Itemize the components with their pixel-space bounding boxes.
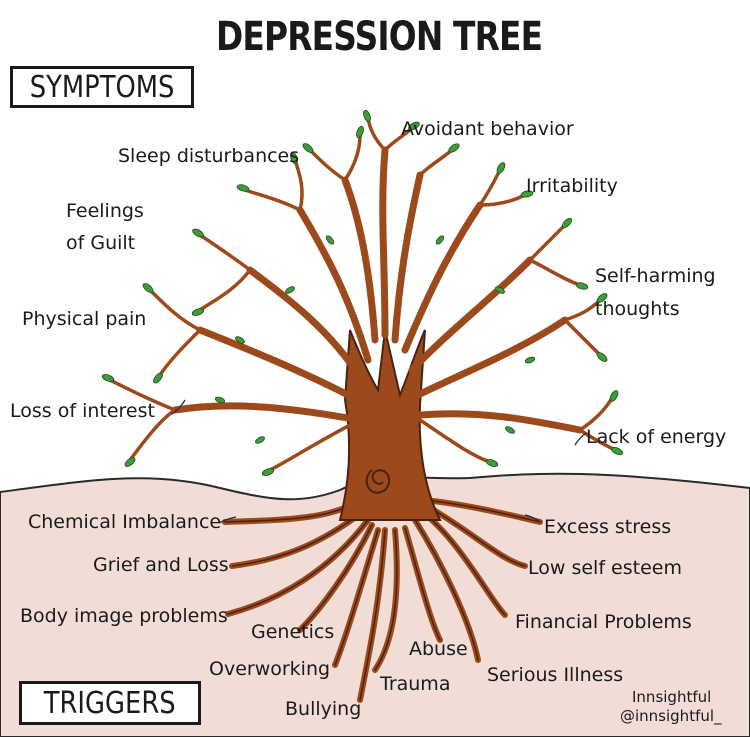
tree-branches	[108, 116, 617, 472]
symptoms-heading: SYMPTOMS	[29, 69, 175, 105]
trigger-abuse: Abuse	[409, 638, 468, 660]
credit-handle: @innsightful_	[620, 707, 722, 725]
symptom-loss-of-interest: Loss of interest	[10, 400, 155, 422]
trigger-low-self-esteem: Low self esteem	[528, 557, 682, 579]
symptom-feelings-of-guilt-line1: Feelings	[66, 200, 144, 222]
symptom-avoidant-behavior: Avoidant behavior	[401, 118, 574, 140]
symptoms-heading-box: SYMPTOMS	[10, 66, 194, 108]
trigger-excess-stress: Excess stress	[544, 516, 672, 538]
tree-roots	[222, 497, 543, 703]
symptom-physical-pain: Physical pain	[22, 308, 147, 330]
trigger-overworking: Overworking	[209, 658, 331, 680]
symptom-self-harming-line2: thoughts	[595, 298, 680, 320]
trigger-genetics: Genetics	[251, 621, 335, 643]
trigger-grief-and-loss: Grief and Loss	[93, 554, 229, 576]
trigger-financial-problems: Financial Problems	[515, 611, 692, 633]
tree-leaves	[101, 109, 623, 476]
symptom-sleep-disturbances: Sleep disturbances	[118, 145, 300, 167]
symptom-irritability: Irritability	[526, 175, 618, 197]
trigger-chemical-imbalance: Chemical Imbalance	[28, 511, 222, 533]
trigger-serious-illness: Serious Illness	[487, 664, 624, 686]
trigger-bullying: Bullying	[285, 698, 362, 720]
triggers-heading-box: TRIGGERS	[19, 681, 201, 725]
symptom-lack-of-energy: Lack of energy	[586, 426, 727, 448]
symptom-feelings-of-guilt-line2: of Guilt	[66, 232, 136, 254]
trigger-trauma: Trauma	[380, 673, 451, 695]
trigger-body-image-problems: Body image problems	[20, 605, 228, 627]
label-connectors	[171, 399, 587, 524]
diagram-title: DEPRESSION TREE	[216, 14, 543, 60]
triggers-heading: TRIGGERS	[44, 685, 176, 721]
symptom-self-harming-line1: Self-harming	[595, 265, 716, 287]
credit-name: Innsightful	[632, 688, 712, 706]
